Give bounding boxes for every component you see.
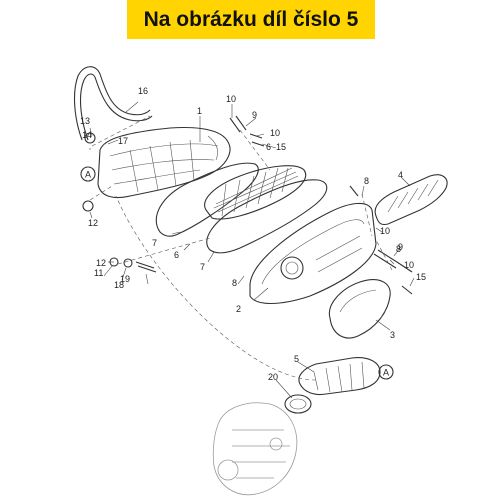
reference-marker-text: A bbox=[383, 368, 389, 378]
part-label-2: 2 bbox=[236, 304, 241, 314]
part-label-7a: 7 bbox=[152, 238, 157, 248]
part-label-8b: 8 bbox=[232, 278, 237, 288]
part-label-7b: 7 bbox=[200, 262, 205, 272]
part-label-19: 19 bbox=[120, 274, 130, 284]
part-label-16: 16 bbox=[138, 86, 148, 96]
cover-plate bbox=[328, 279, 391, 339]
part-label-6b: 6 bbox=[174, 250, 179, 260]
part-label-20: 20 bbox=[268, 372, 278, 382]
part-label-12b: 12 bbox=[96, 258, 106, 268]
intake-duct bbox=[374, 174, 448, 226]
small-hardware bbox=[82, 115, 413, 295]
part-label-9b: 9 bbox=[398, 242, 403, 252]
reference-marker-text: A bbox=[85, 170, 91, 180]
part-label-15b: 15 bbox=[416, 272, 426, 282]
part-label-6a: 6 bbox=[266, 142, 271, 152]
part-label-10b: 10 bbox=[270, 128, 280, 138]
part-label-18: 18 bbox=[114, 280, 124, 290]
part-label-8a: 8 bbox=[364, 176, 369, 186]
title-banner: Na obrázku díl číslo 5 bbox=[127, 0, 375, 39]
gasket-left bbox=[155, 162, 259, 237]
leader-lines bbox=[89, 101, 415, 399]
breather-hose bbox=[74, 66, 153, 141]
reference-marker-a-bottom: A bbox=[378, 364, 394, 380]
part-label-15a: 15 bbox=[276, 142, 286, 152]
title-text: Na obrázku díl číslo 5 bbox=[143, 7, 359, 31]
air-cleaner-cover bbox=[249, 202, 377, 304]
joint-part-5 bbox=[298, 357, 381, 396]
part-label-1: 1 bbox=[197, 106, 202, 116]
gasket-right bbox=[206, 179, 328, 254]
part-label-10a: 10 bbox=[226, 94, 236, 104]
part-label-13: 13 bbox=[80, 116, 90, 126]
part-label-12a: 12 bbox=[88, 218, 98, 228]
reference-marker-a-top: A bbox=[80, 166, 96, 182]
part-label-17: 17 bbox=[118, 136, 128, 146]
part-label-9a: 9 bbox=[252, 110, 257, 120]
clamp bbox=[284, 394, 312, 414]
carburetor-outline bbox=[212, 402, 298, 496]
part-label-10d: 10 bbox=[404, 260, 414, 270]
part-label-8c: 8 bbox=[396, 244, 401, 254]
air-cleaner-case bbox=[97, 127, 231, 199]
part-number-labels: 1 2 3 4 5 6 6 7 7 8 8 8 9 9 10 10 10 10 … bbox=[80, 86, 426, 382]
part-label-11: 11 bbox=[94, 268, 103, 278]
part-label-4: 4 bbox=[398, 170, 403, 180]
part-label-14: 14 bbox=[82, 130, 92, 140]
part-label-3: 3 bbox=[390, 330, 395, 340]
air-filter-element bbox=[204, 165, 307, 220]
part-label-10c: 10 bbox=[380, 226, 390, 236]
assembly-lines bbox=[89, 115, 393, 381]
part-label-5: 5 bbox=[294, 354, 299, 364]
